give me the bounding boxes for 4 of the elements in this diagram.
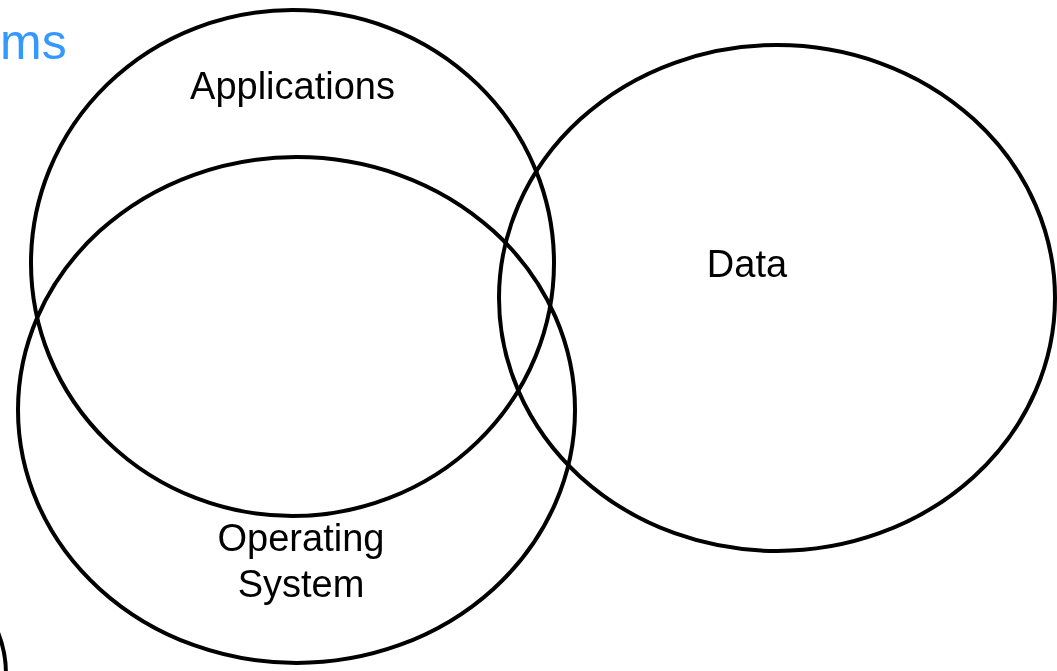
set-label: Applications — [189, 64, 396, 109]
set-label: Data — [705, 242, 789, 287]
title-text: ms — [0, 13, 67, 72]
set-label: Operating System — [216, 516, 386, 607]
